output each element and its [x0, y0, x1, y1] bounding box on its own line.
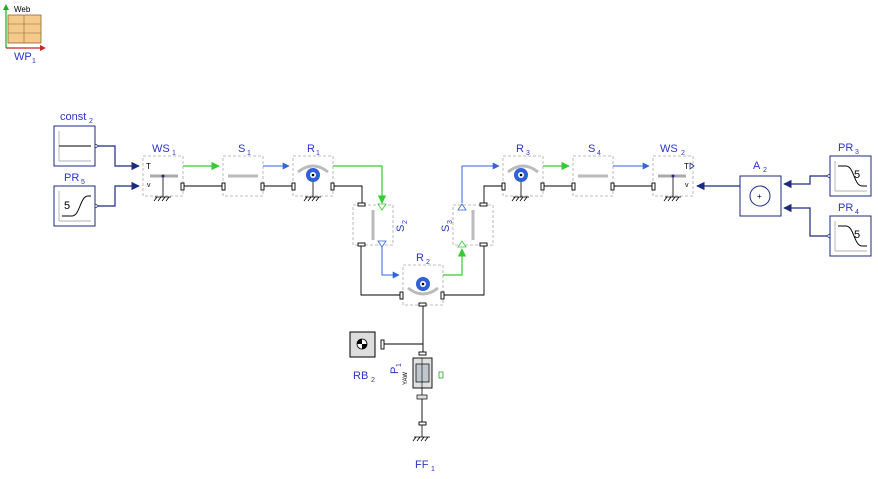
s3-block[interactable]: S 3	[440, 202, 494, 248]
const2-block[interactable]: const 2	[53, 111, 100, 167]
web-plot-title: Web	[14, 5, 31, 14]
ff1-block[interactable]: FF 1	[412, 421, 435, 473]
s2-block[interactable]: S 2	[352, 202, 409, 248]
s4-sub: 4	[597, 150, 601, 157]
flange-r1-s2	[334, 185, 363, 203]
rb2-block[interactable]: RB 2	[349, 331, 385, 384]
wire-pr4-a2	[783, 203, 826, 237]
a2-label: A	[753, 160, 761, 172]
ws2-label: WS	[660, 143, 678, 155]
ws1-port-t: T	[146, 162, 151, 171]
s3-label: S	[440, 225, 452, 232]
pr4-block[interactable]: 5 PR 4	[825, 202, 872, 257]
r1-block[interactable]: R 1	[291, 143, 335, 202]
ws2-block[interactable]: T v WS 2	[651, 143, 695, 202]
flange-r2-s3	[444, 246, 485, 296]
web-plot-label: WP	[14, 51, 32, 63]
r3-sub: 3	[526, 150, 530, 157]
web-plot-sub: 1	[32, 58, 36, 65]
web-plot-block[interactable]: Web WP 1	[3, 4, 46, 65]
s2-label: S	[395, 225, 407, 232]
pr3-label: PR	[838, 142, 853, 154]
wire-pr3-a2	[783, 175, 826, 189]
r1-label: R	[307, 143, 315, 155]
s4-block[interactable]: S 4	[571, 143, 615, 197]
pr3-block[interactable]: 5 PR 3	[825, 142, 872, 197]
wire-const2-ws1	[99, 145, 140, 171]
p1-text: YAW	[403, 372, 409, 385]
r1-sub: 1	[316, 150, 320, 157]
rb2-sub: 2	[371, 377, 375, 384]
pr5-block[interactable]: 5 PR 5	[53, 172, 100, 227]
pr3-sub: 3	[855, 149, 859, 156]
r3-block[interactable]: R 3	[501, 143, 545, 202]
pr3-value: 5	[854, 169, 860, 181]
p1-block[interactable]: YAW P 1	[389, 351, 444, 400]
s1-block[interactable]: S 1	[221, 143, 265, 197]
s2-sub: 2	[402, 220, 409, 224]
pr4-value: 5	[854, 229, 860, 241]
a2-symbol: +	[757, 192, 762, 201]
p1-label: P	[389, 367, 401, 374]
ws2-port-t: T	[684, 162, 689, 171]
a2-block[interactable]: + A 2	[739, 160, 782, 217]
ws2-sub: 2	[681, 150, 685, 157]
ws2-port-v: v	[685, 182, 689, 189]
rb2-label: RB	[353, 370, 368, 382]
r2-block[interactable]: R 2	[399, 252, 445, 307]
s1-label: S	[238, 143, 245, 155]
ws1-sub: 1	[172, 150, 176, 157]
flange-s2-r2	[360, 246, 400, 296]
signal-r2-s3	[443, 248, 467, 276]
ws1-label: WS	[152, 143, 170, 155]
pr5-sub: 5	[81, 179, 85, 186]
signal-s2-r2	[381, 247, 400, 279]
ff1-sub: 1	[431, 466, 435, 473]
r2-sub: 2	[426, 259, 430, 266]
pr5-value: 5	[64, 200, 70, 212]
const2-label: const	[60, 111, 86, 123]
s1-sub: 1	[247, 150, 251, 157]
signal-s3-r3	[461, 162, 500, 203]
pr5-label: PR	[64, 172, 79, 184]
s4-label: S	[588, 143, 595, 155]
ws1-port-v: v	[147, 182, 151, 189]
flange-s3-r3	[483, 185, 502, 203]
signal-r1-s2	[333, 165, 387, 204]
p1-sub: 1	[396, 363, 403, 367]
pr4-label: PR	[838, 202, 853, 214]
wire-pr5-ws1	[99, 181, 140, 207]
ff1-label: FF	[415, 459, 429, 471]
a2-sub: 2	[763, 167, 767, 174]
ws1-block[interactable]: T v WS 1	[142, 143, 185, 202]
r2-label: R	[416, 252, 424, 264]
pr4-sub: 4	[855, 209, 859, 216]
const2-sub: 2	[89, 118, 93, 125]
s3-sub: 3	[447, 220, 454, 224]
r3-label: R	[516, 143, 524, 155]
